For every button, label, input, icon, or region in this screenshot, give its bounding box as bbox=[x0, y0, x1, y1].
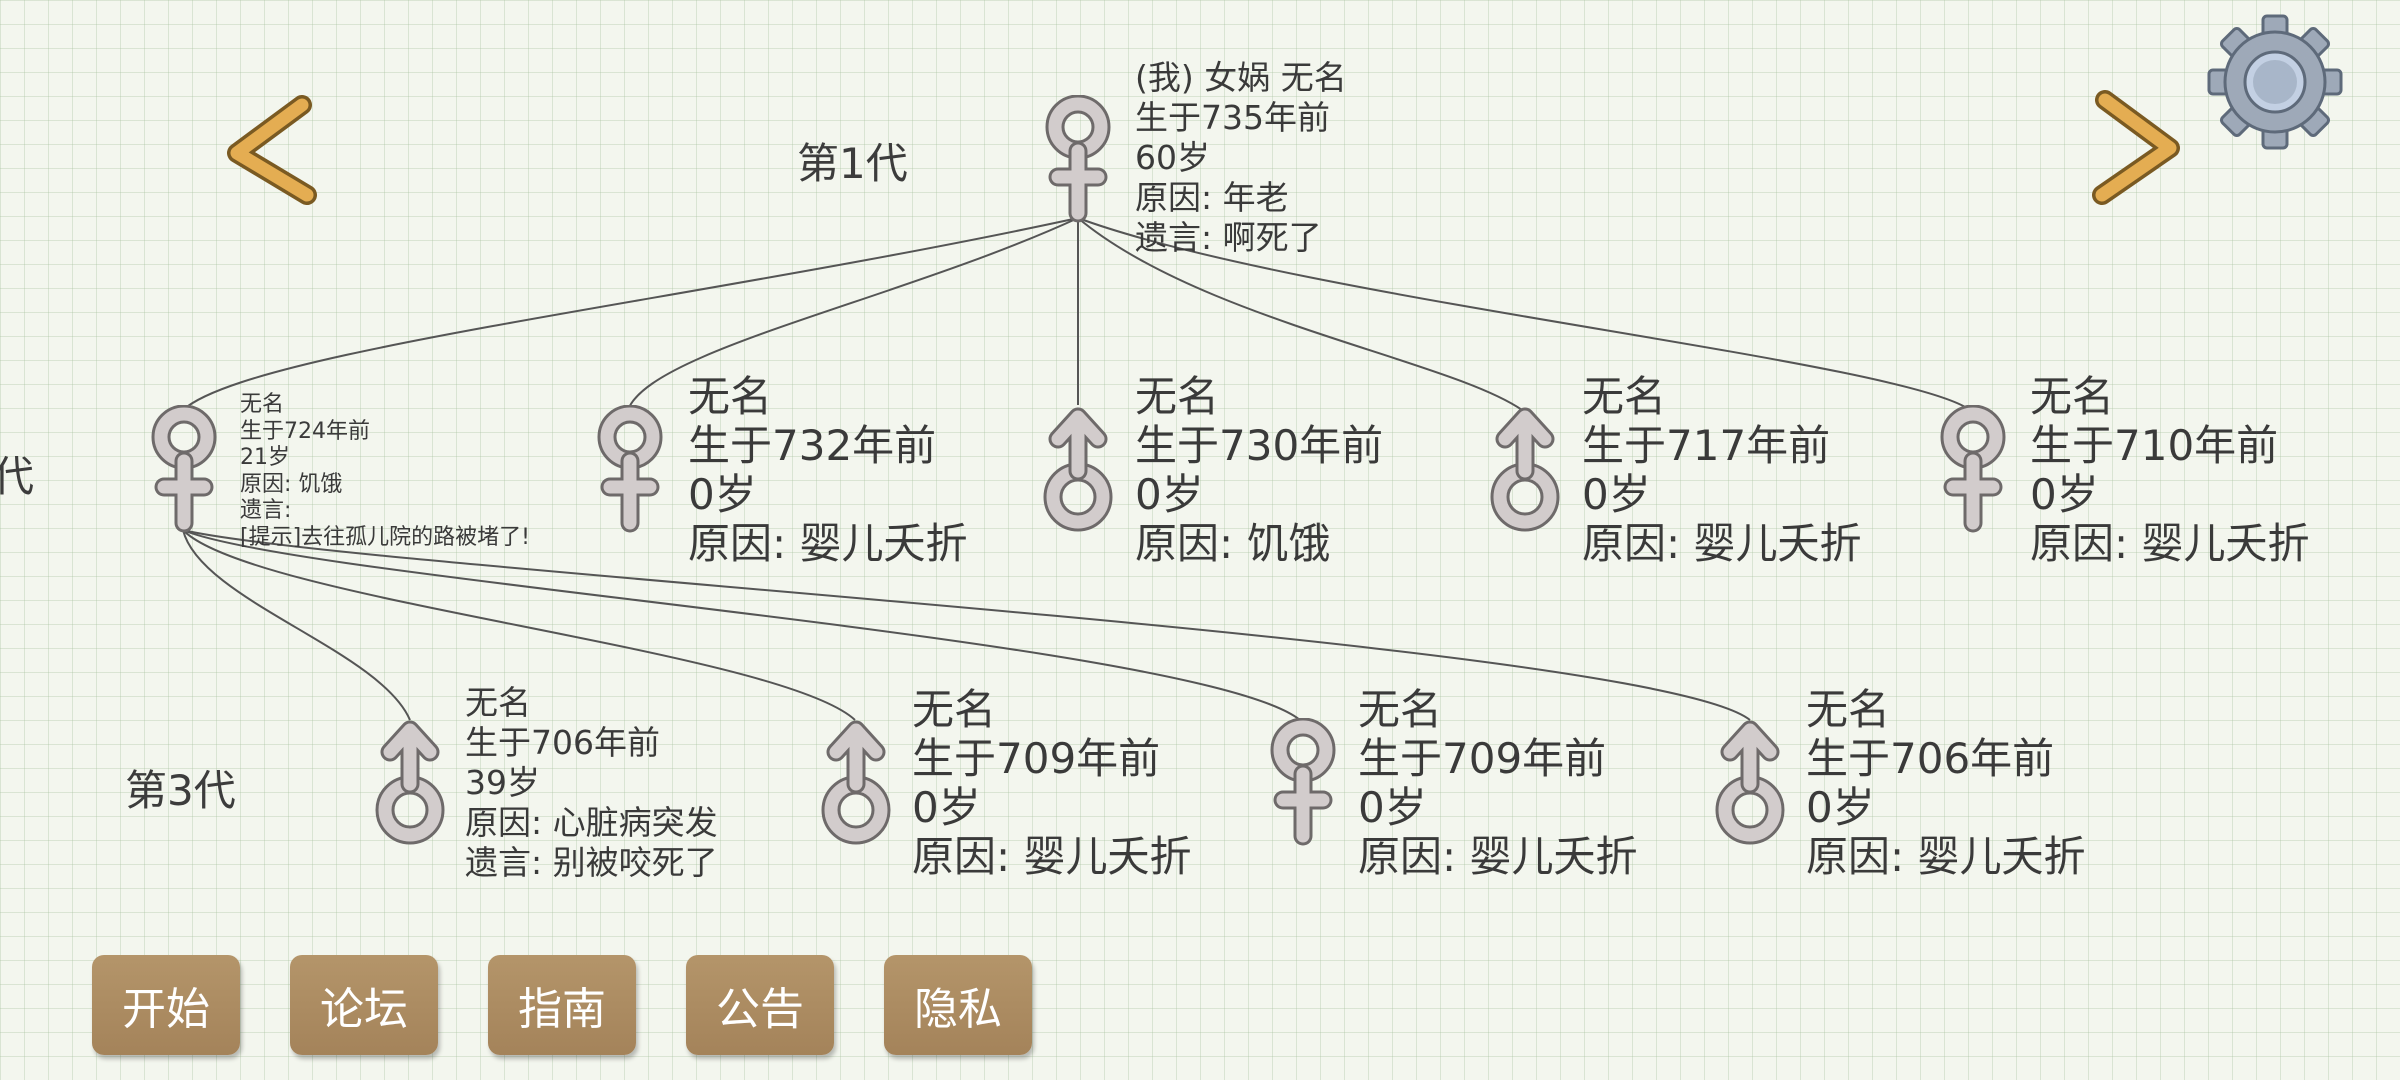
person-age: 60岁 bbox=[1135, 138, 1210, 177]
person-cause: 原因: 婴儿夭折 bbox=[688, 519, 968, 568]
person-birth: 生于709年前 bbox=[1358, 734, 1607, 783]
person-name: 无名 bbox=[688, 372, 773, 421]
guide-button[interactable]: 指南 bbox=[488, 955, 636, 1055]
person-name: 无名 bbox=[912, 685, 997, 734]
female-symbol-icon[interactable] bbox=[1040, 94, 1116, 229]
gen2-person-3-info: 无名 生于730年前 0岁 原因: 饥饿 bbox=[1135, 372, 1383, 568]
person-last-words: 遗言: 啊死了 bbox=[1135, 218, 1322, 257]
person-birth: 生于717年前 bbox=[1582, 421, 1831, 470]
person-cause: 原因: 心脏病突发 bbox=[465, 803, 718, 842]
person-birth: 生于735年前 bbox=[1135, 98, 1330, 137]
male-symbol-icon[interactable] bbox=[372, 718, 448, 852]
person-name: 无名 bbox=[1582, 372, 1667, 421]
settings-button[interactable] bbox=[2205, 12, 2345, 152]
person-name: (我) 女娲 无名 bbox=[1135, 58, 1347, 97]
person-cause: 原因: 婴儿夭折 bbox=[912, 832, 1192, 881]
person-age: 0岁 bbox=[1358, 783, 1427, 832]
gen2-person-4-info: 无名 生于717年前 0岁 原因: 婴儿夭折 bbox=[1582, 372, 1862, 568]
person-last-words: 遗言: 别被咬死了 bbox=[465, 843, 718, 882]
person-age: 0岁 bbox=[912, 783, 981, 832]
person-name: 无名 bbox=[1806, 685, 1891, 734]
person-last-words: 遗言: bbox=[240, 498, 292, 523]
gen2-person-1-info: 无名 生于724年前 21岁 原因: 饥饿 遗言: [提示]去往孤儿院的路被堵了… bbox=[240, 392, 530, 551]
person-age: 0岁 bbox=[688, 470, 757, 519]
person-age: 21岁 bbox=[240, 445, 290, 470]
generation-label-3: 第3代 bbox=[125, 766, 236, 815]
person-age: 0岁 bbox=[2030, 470, 2099, 519]
start-button[interactable]: 开始 bbox=[92, 955, 240, 1055]
gen3-person-4-info: 无名 生于706年前 0岁 原因: 婴儿夭折 bbox=[1806, 685, 2086, 881]
generation-label-1: 第1代 bbox=[797, 139, 908, 188]
person-name: 无名 bbox=[240, 392, 285, 417]
gen3-person-1-info: 无名 生于706年前 39岁 原因: 心脏病突发 遗言: 别被咬死了 bbox=[465, 683, 718, 883]
person-age: 39岁 bbox=[465, 763, 540, 802]
privacy-button[interactable]: 隐私 bbox=[884, 955, 1032, 1055]
person-cause: 原因: 饥饿 bbox=[1135, 519, 1331, 568]
male-symbol-icon[interactable] bbox=[1487, 405, 1563, 539]
person-cause: 原因: 年老 bbox=[1135, 178, 1289, 217]
forum-button[interactable]: 论坛 bbox=[290, 955, 438, 1055]
person-birth: 生于706年前 bbox=[1806, 734, 2055, 783]
person-hint: [提示]去往孤儿院的路被堵了! bbox=[240, 524, 530, 550]
notice-button[interactable]: 公告 bbox=[686, 955, 834, 1055]
person-birth: 生于724年前 bbox=[240, 418, 370, 444]
male-symbol-icon[interactable] bbox=[1712, 718, 1788, 852]
gen3-person-3-info: 无名 生于709年前 0岁 原因: 婴儿夭折 bbox=[1358, 685, 1638, 881]
person-age: 0岁 bbox=[1135, 470, 1204, 519]
person-birth: 生于732年前 bbox=[688, 421, 937, 470]
female-symbol-icon[interactable] bbox=[1935, 404, 2011, 539]
person-birth: 生于709年前 bbox=[912, 734, 1161, 783]
person-cause: 原因: 婴儿夭折 bbox=[1358, 832, 1638, 881]
gen3-person-2-info: 无名 生于709年前 0岁 原因: 婴儿夭折 bbox=[912, 685, 1192, 881]
person-name: 无名 bbox=[1135, 372, 1220, 421]
female-symbol-icon[interactable] bbox=[592, 404, 668, 539]
person-cause: 原因: 婴儿夭折 bbox=[1806, 832, 2086, 881]
person-name: 无名 bbox=[465, 683, 531, 722]
chevron-left-icon bbox=[227, 95, 317, 205]
person-cause: 原因: 婴儿夭折 bbox=[2030, 519, 2310, 568]
generation-label-2: 代 bbox=[0, 452, 35, 501]
prev-generation-button[interactable] bbox=[222, 95, 317, 205]
next-generation-button[interactable] bbox=[2090, 90, 2185, 205]
gear-icon bbox=[2207, 14, 2343, 150]
female-symbol-icon[interactable] bbox=[146, 404, 222, 539]
female-symbol-icon[interactable] bbox=[1265, 717, 1341, 852]
person-cause: 原因: 饥饿 bbox=[240, 471, 343, 497]
person-birth: 生于730年前 bbox=[1135, 421, 1384, 470]
gen2-person-2-info: 无名 生于732年前 0岁 原因: 婴儿夭折 bbox=[688, 372, 968, 568]
male-symbol-icon[interactable] bbox=[1040, 405, 1116, 539]
person-name: 无名 bbox=[2030, 372, 2115, 421]
person-age: 0岁 bbox=[1806, 783, 1875, 832]
person-age: 0岁 bbox=[1582, 470, 1651, 519]
chevron-right-icon bbox=[2092, 90, 2180, 205]
root-person-info: (我) 女娲 无名 生于735年前 60岁 原因: 年老 遗言: 啊死了 bbox=[1135, 58, 1347, 258]
gen2-person-5-info: 无名 生于710年前 0岁 原因: 婴儿夭折 bbox=[2030, 372, 2310, 568]
person-birth: 生于710年前 bbox=[2030, 421, 2279, 470]
person-cause: 原因: 婴儿夭折 bbox=[1582, 519, 1862, 568]
person-birth: 生于706年前 bbox=[465, 723, 660, 762]
person-name: 无名 bbox=[1358, 685, 1443, 734]
male-symbol-icon[interactable] bbox=[818, 718, 894, 852]
